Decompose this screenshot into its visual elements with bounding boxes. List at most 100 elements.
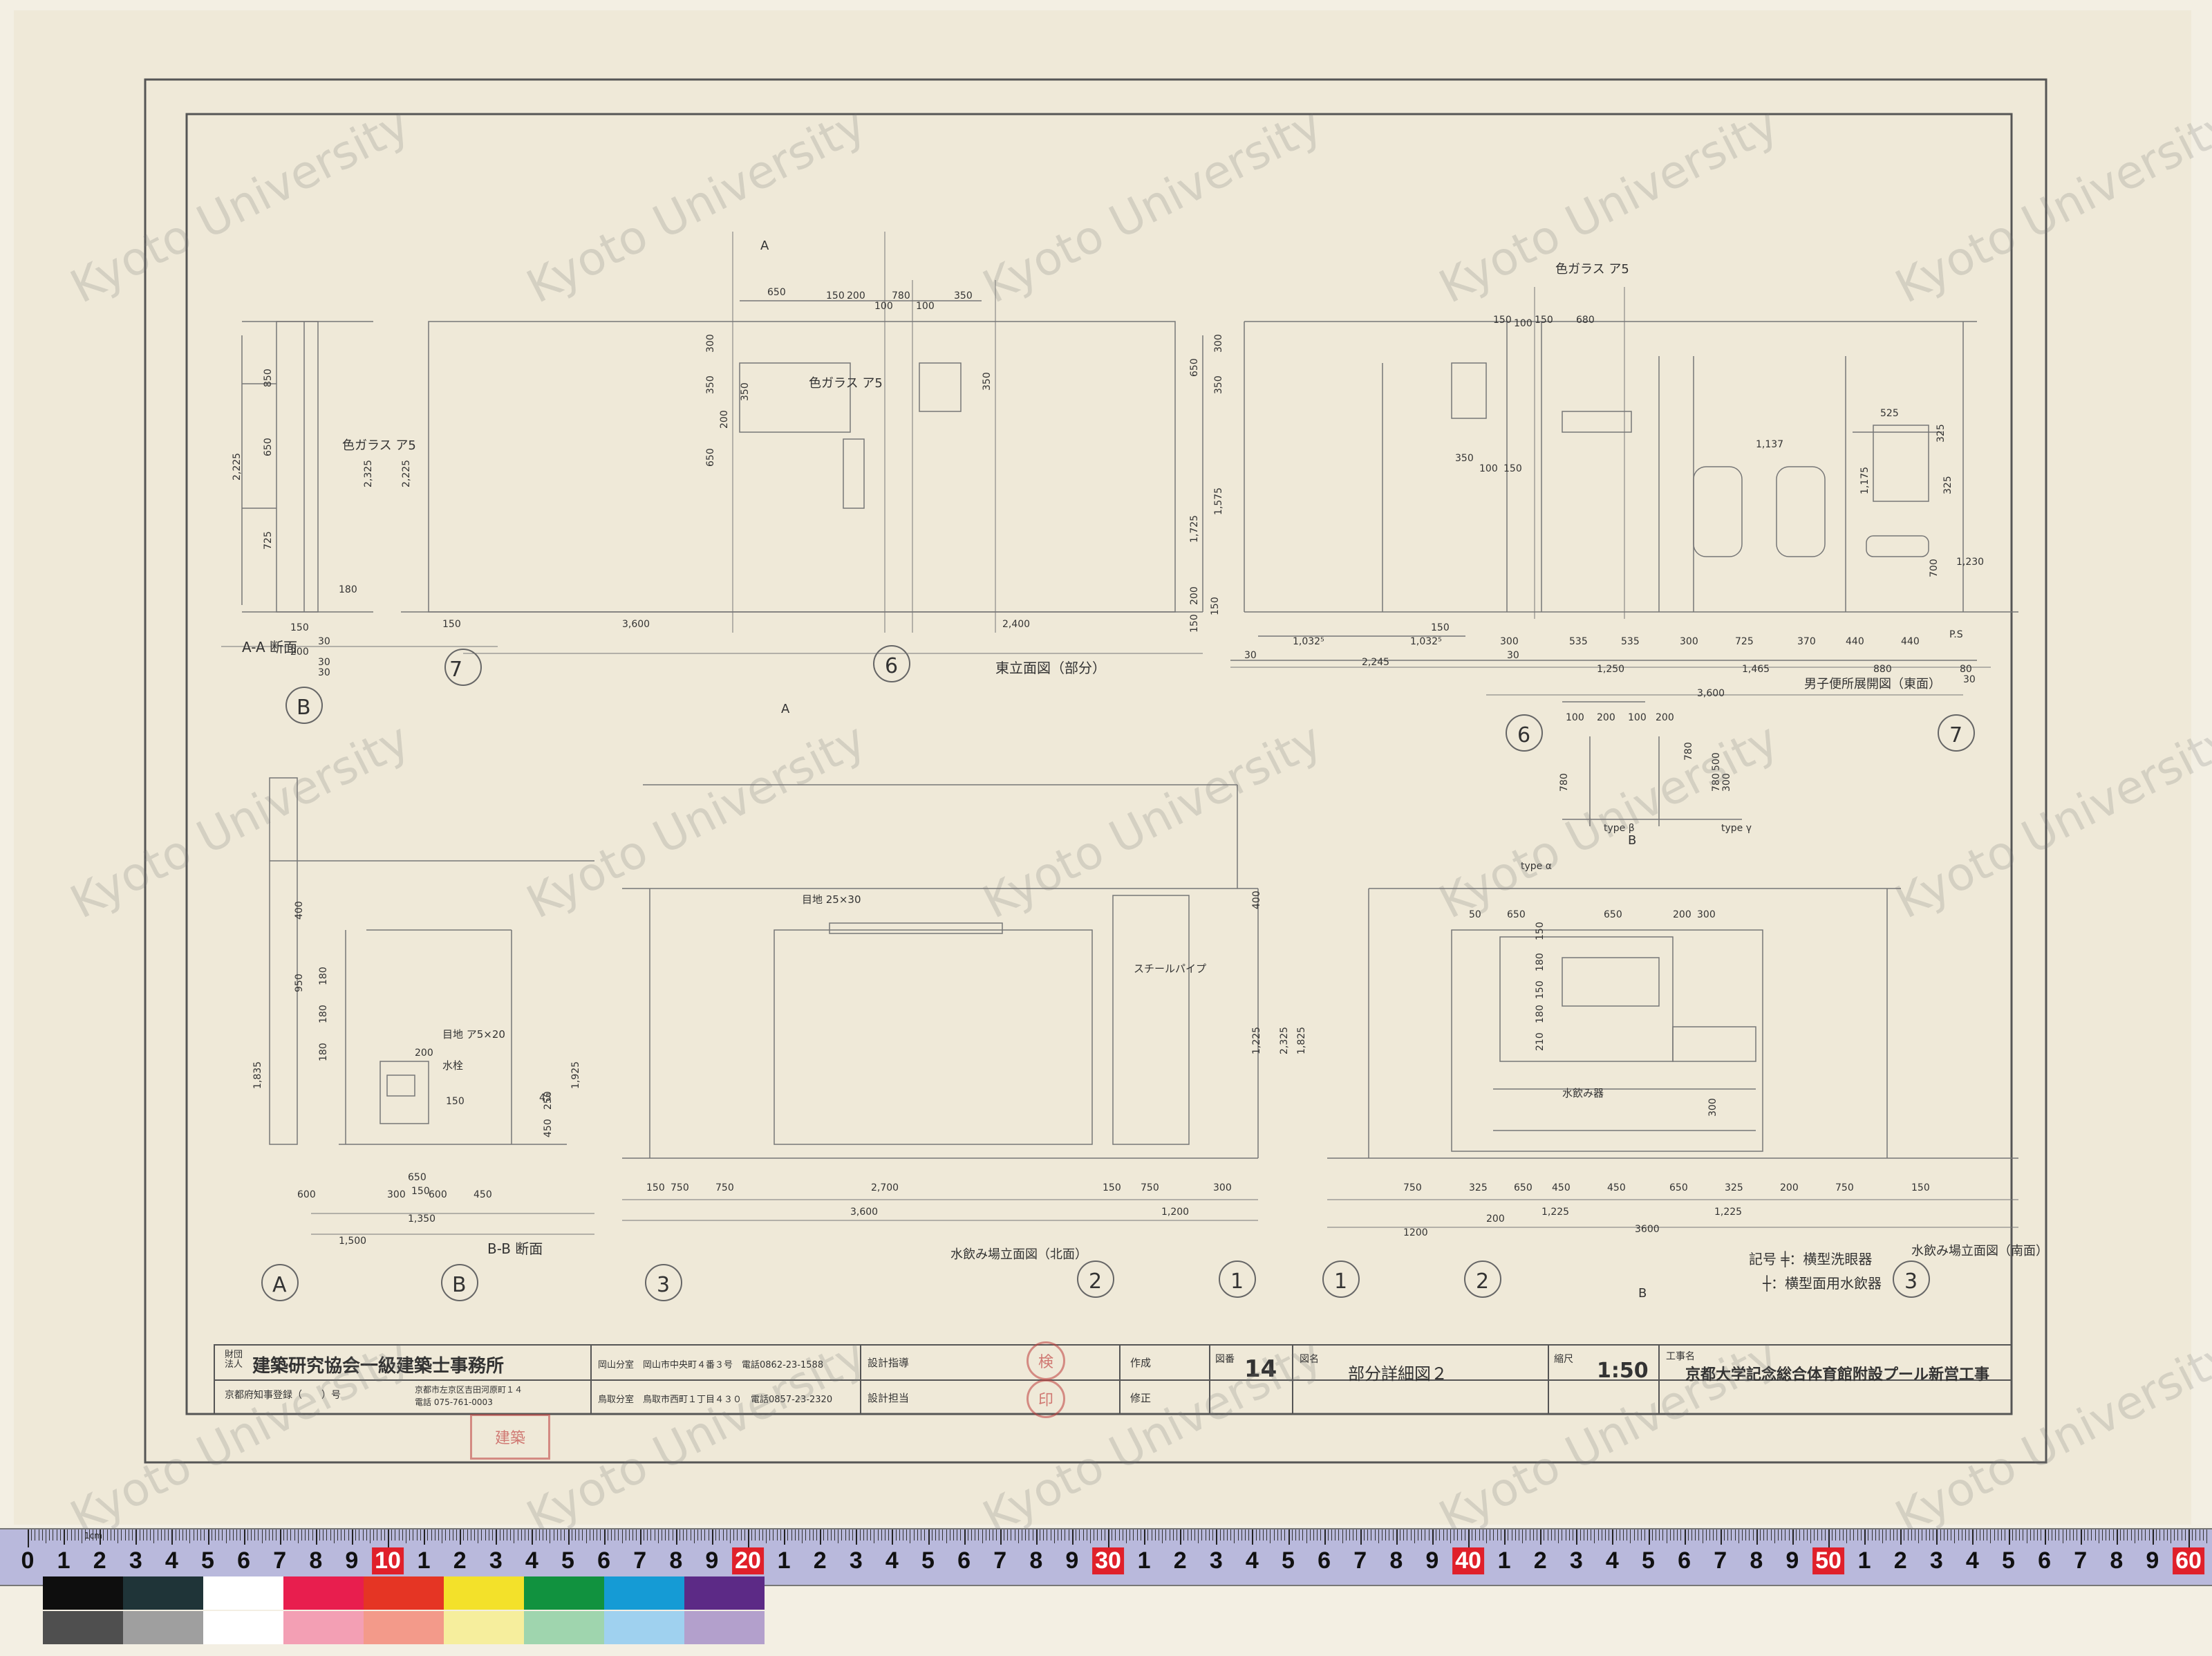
ruler-number: 7	[1353, 1547, 1367, 1574]
dimension-label: 370	[1797, 636, 1816, 647]
ruler-mm-tick	[1414, 1529, 1415, 1543]
ruler-number: 9	[1425, 1547, 1439, 1574]
dimension-label: 150	[1103, 1182, 1121, 1193]
ruler-mm-tick	[773, 1529, 774, 1541]
ruler-mm-tick	[1327, 1529, 1329, 1541]
ruler-tick	[711, 1529, 713, 1545]
drawing-number: 14	[1244, 1355, 1277, 1383]
ruler-mm-tick	[859, 1529, 861, 1541]
ruler-mm-tick	[657, 1529, 659, 1543]
color-swatch	[43, 1611, 123, 1644]
ruler-mm-tick	[510, 1529, 512, 1541]
ruler-mm-tick	[463, 1529, 465, 1541]
ruler-mm-tick	[683, 1529, 684, 1541]
dimension-label: 1,575	[1213, 487, 1224, 515]
ruler-tick	[532, 1529, 534, 1545]
ruler-mm-tick	[679, 1529, 680, 1541]
ruler-mm-tick	[265, 1529, 266, 1541]
ruler-mm-tick	[895, 1529, 897, 1541]
ruler-mm-tick	[492, 1529, 494, 1541]
ruler-mm-tick	[103, 1529, 104, 1541]
grid-6-toilet: 6	[1517, 723, 1531, 747]
ruler-number: 2	[1173, 1547, 1187, 1574]
dimension-label: 780	[892, 290, 910, 301]
ruler-mm-tick	[160, 1529, 162, 1541]
ruler-mm-tick	[1651, 1529, 1653, 1541]
ruler-mm-tick	[319, 1529, 320, 1541]
ruler-mm-tick	[906, 1529, 908, 1541]
dimension-label: 150	[1535, 315, 1553, 326]
ruler-mm-tick	[1403, 1529, 1405, 1541]
dimension-label: 650	[705, 448, 716, 467]
ruler-mm-tick	[600, 1529, 601, 1541]
ruler-mm-tick	[1853, 1529, 1855, 1541]
ruler-tick	[568, 1529, 570, 1545]
dimension-label: 500	[1711, 752, 1722, 771]
dimension-label: 30	[318, 667, 330, 678]
ruler-mm-tick	[355, 1529, 357, 1541]
legend-drinking: ┼：横型面用水飲器	[1763, 1275, 1882, 1292]
ruler-mm-tick	[2159, 1529, 2161, 1541]
ruler-mm-tick	[1860, 1529, 1862, 1541]
dimension-label: 780	[1559, 773, 1570, 792]
ruler-mm-tick	[521, 1529, 522, 1541]
dimension-label: 2,225	[232, 452, 243, 481]
ruler-mm-tick	[305, 1529, 306, 1541]
ruler-mm-tick	[830, 1529, 832, 1541]
ruler-tick	[1540, 1529, 1542, 1545]
ruler-tick	[1792, 1529, 1794, 1545]
dimension-label: 350	[1455, 453, 1474, 464]
ruler-mm-tick	[1497, 1529, 1498, 1541]
ruler-mm-tick	[1983, 1529, 1985, 1541]
ruler-tick	[2116, 1529, 2118, 1545]
ruler-mm-tick	[1698, 1529, 1700, 1541]
dimension-label: 750	[1403, 1182, 1422, 1193]
ruler-mm-tick	[2184, 1529, 2186, 1541]
color-swatch	[524, 1611, 604, 1644]
dimension-label: 200	[1780, 1182, 1799, 1193]
ruler-mm-tick	[629, 1529, 630, 1541]
dimension-label: 150	[1535, 922, 1546, 940]
ruler-mm-tick	[1705, 1529, 1707, 1541]
ruler-mm-tick	[1313, 1529, 1314, 1541]
dimension-label: 1,032⁵	[1293, 636, 1324, 647]
ruler-tick	[171, 1529, 174, 1545]
ruler-mm-tick	[121, 1529, 122, 1541]
ruler-mm-tick	[1082, 1529, 1084, 1541]
dimension-label: 3600	[1635, 1224, 1660, 1235]
ruler-mm-tick	[528, 1529, 529, 1541]
color-swatch	[444, 1576, 524, 1610]
color-swatch	[203, 1576, 283, 1610]
toilet-elevation-title: 男子便所展開図（東面）	[1804, 677, 1941, 691]
ruler-mm-tick	[1929, 1529, 1930, 1541]
ruler-mm-tick	[1273, 1529, 1275, 1541]
dimension-label: 2,325	[363, 459, 374, 487]
ruler-number: 8	[309, 1547, 323, 1574]
ruler-number: 1	[777, 1547, 791, 1574]
ruler-tick	[1936, 1529, 1938, 1545]
ruler-mm-tick	[1198, 1529, 1199, 1543]
design-guide-label: 設計指導	[868, 1357, 910, 1369]
ruler-number: 9	[345, 1547, 359, 1574]
ruler-mm-tick	[1878, 1529, 1880, 1541]
dimension-label: 450	[543, 1119, 554, 1137]
color-swatch	[524, 1576, 604, 1610]
dimension-label: 1,200	[1161, 1207, 1190, 1218]
ruler-number: 3	[1569, 1547, 1583, 1574]
ruler-tick	[388, 1529, 389, 1547]
dimension-label: 300	[1213, 334, 1224, 353]
dimension-label: 450	[1607, 1182, 1626, 1193]
ruler-tick	[675, 1529, 677, 1545]
dimension-label: 300	[1680, 636, 1698, 647]
dimension-label: 210	[1535, 1032, 1546, 1051]
dimension-label: 780	[1683, 742, 1694, 761]
ruler-mm-tick	[766, 1529, 767, 1543]
dimension-label: 750	[715, 1182, 734, 1193]
dimension-label: 180	[1535, 1005, 1546, 1023]
section-a-bottom: A	[781, 702, 790, 716]
dimension-label: 200	[719, 410, 730, 429]
ruler-mm-tick	[218, 1529, 220, 1541]
ruler-mm-tick	[1338, 1529, 1340, 1541]
ruler-number: 60	[2173, 1547, 2204, 1574]
ruler-number: 1	[1857, 1547, 1871, 1574]
